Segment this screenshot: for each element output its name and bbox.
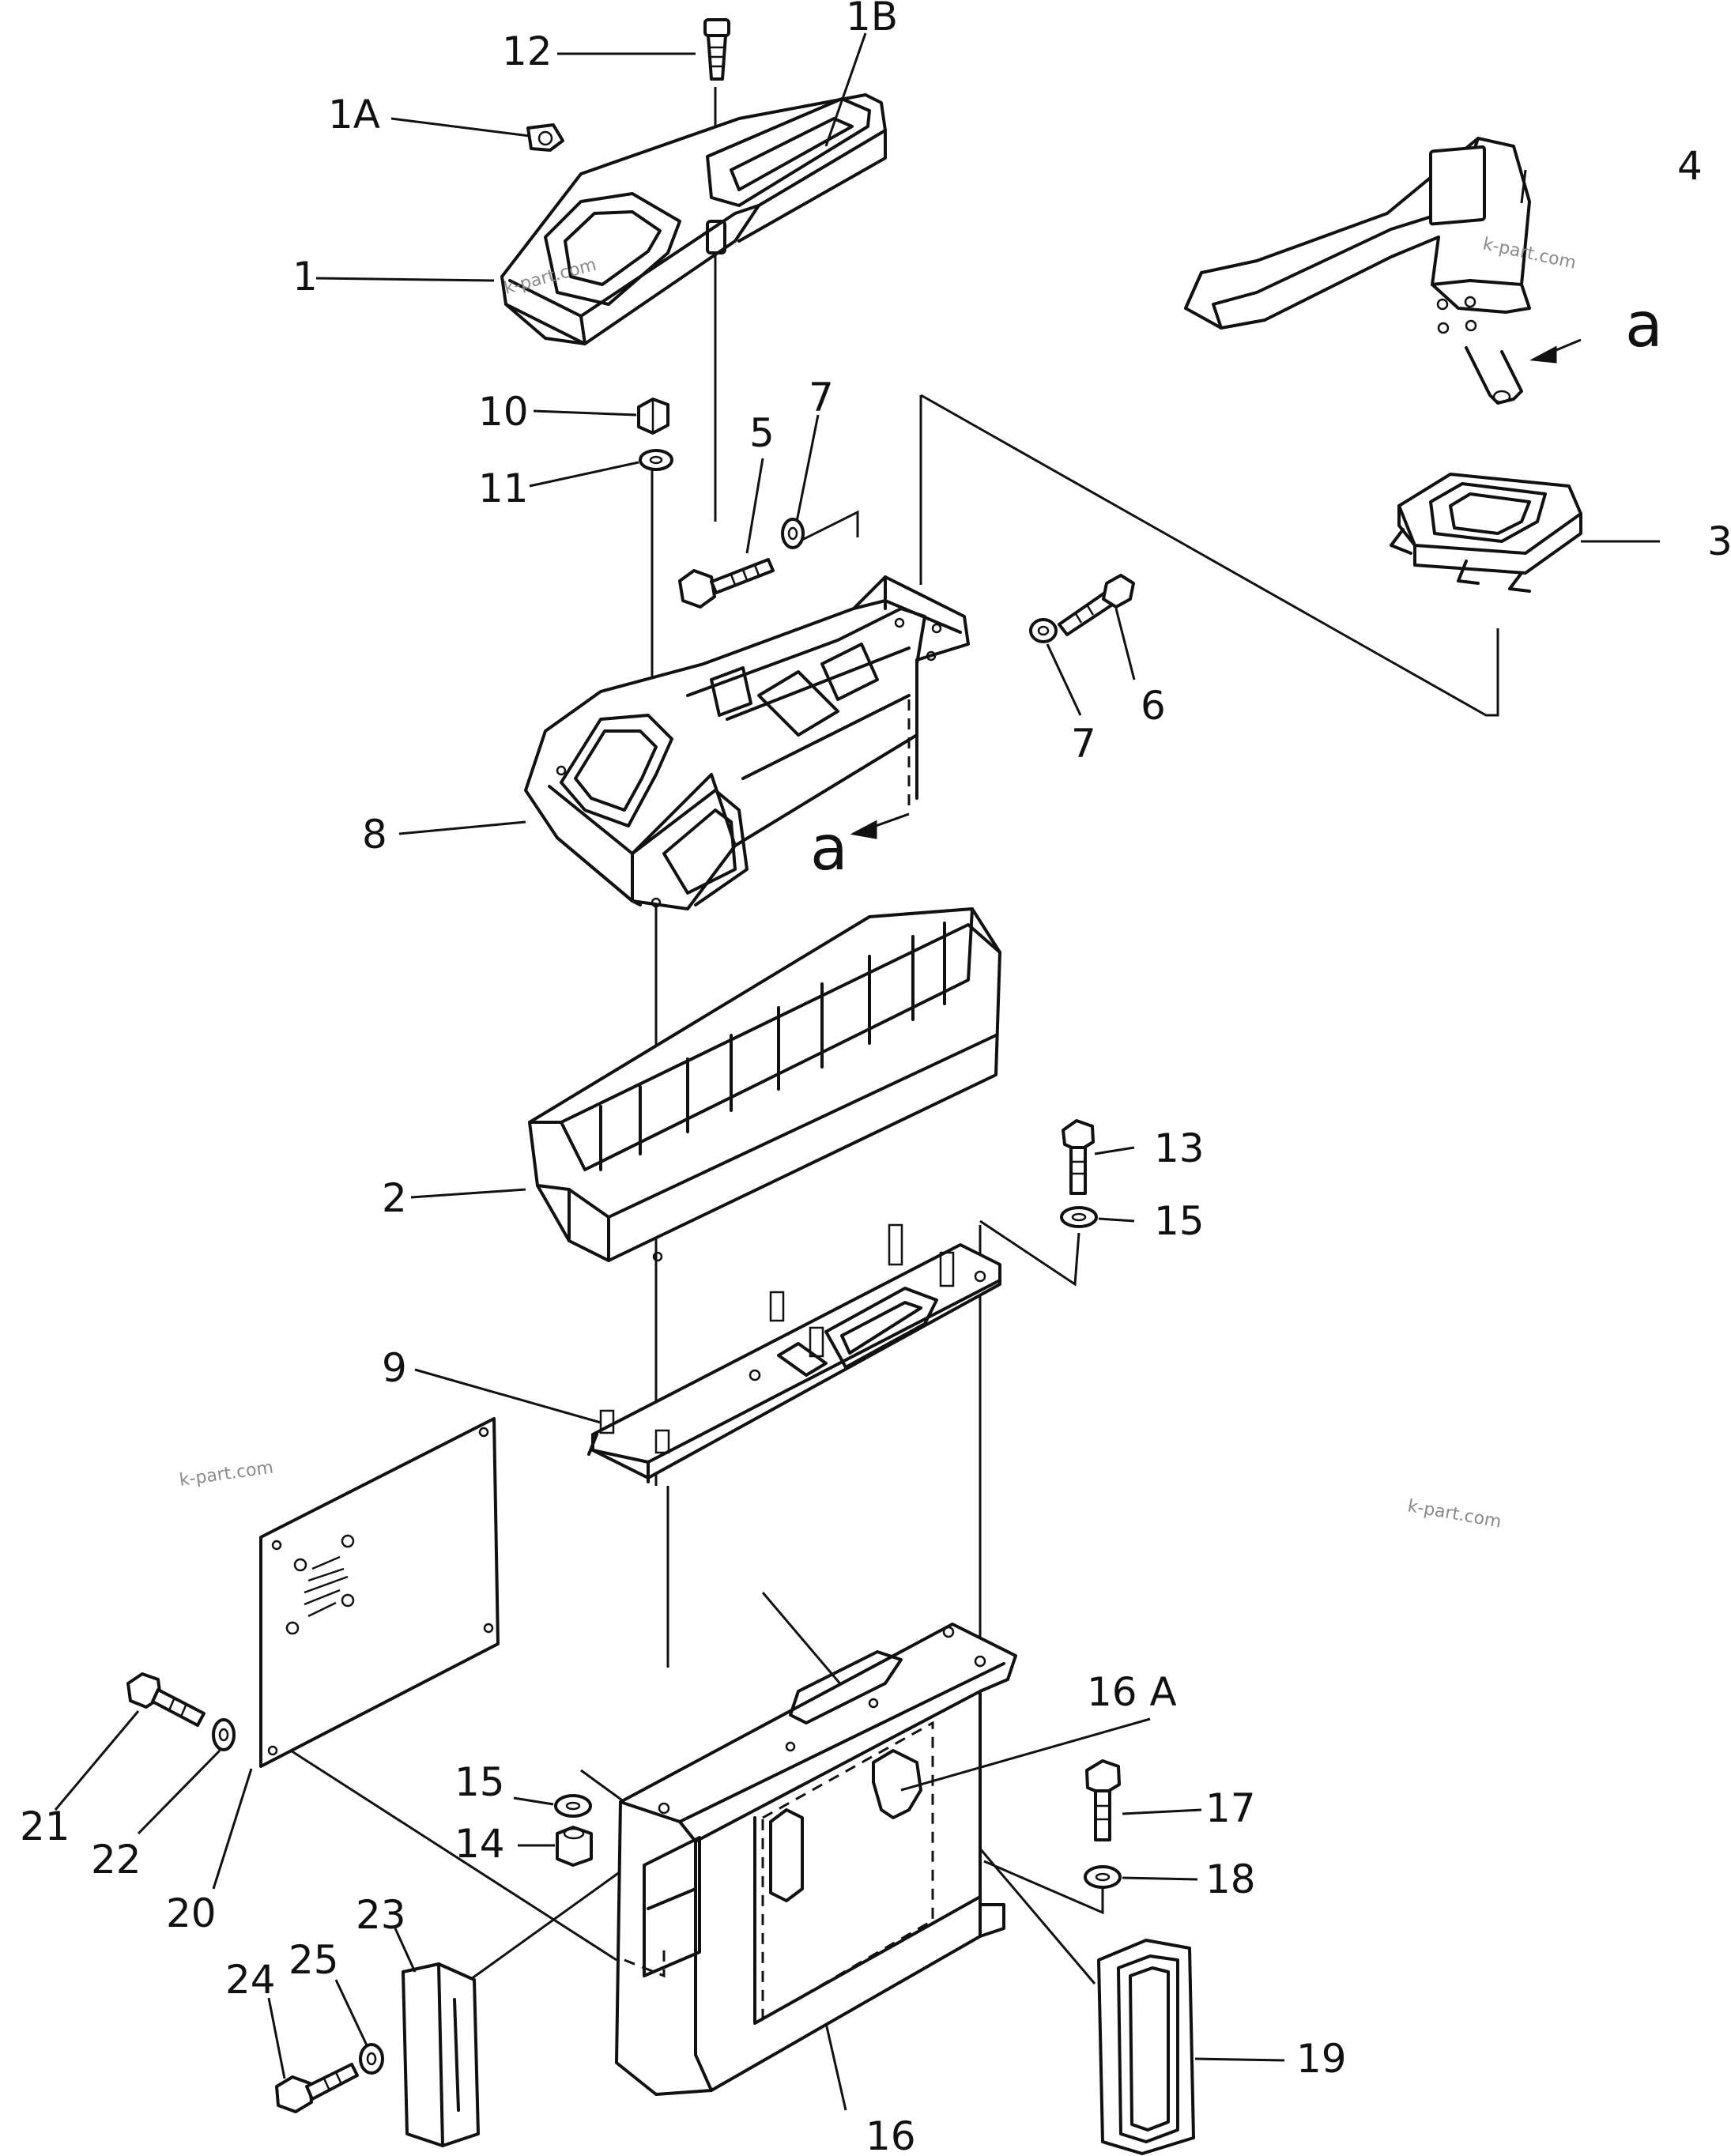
callout-1a: 1A <box>328 92 380 138</box>
part-9-plate <box>587 1223 1001 1483</box>
part-19-grip <box>1097 1939 1195 2155</box>
part-8-console-body <box>524 575 970 910</box>
part-13-bolt <box>1062 1119 1095 1195</box>
part-24-bolt <box>275 2063 359 2113</box>
callout-labels: 12 1A 1B 1 4 3 10 11 5 7 7 6 8 2 13 15 9… <box>20 0 1731 2156</box>
callout-12: 12 <box>502 28 552 74</box>
part-21-bolt <box>126 1672 206 1727</box>
part-3-bracket <box>1390 473 1582 593</box>
part-17-bolt <box>1085 1759 1121 1841</box>
callout-11: 11 <box>478 466 529 511</box>
watermark-4: k-part.com <box>1406 1496 1503 1532</box>
callout-4: 4 <box>1677 143 1703 189</box>
part-20-side-panel <box>259 1417 500 1768</box>
part-1a-clip <box>526 123 564 152</box>
callout-1b: 1B <box>846 0 898 40</box>
part-25-washer <box>359 2043 384 2075</box>
callout-9: 9 <box>382 1345 407 1391</box>
part-6-bolt <box>1058 574 1135 636</box>
part-12-bolt <box>703 18 730 81</box>
part-14-nut <box>556 1826 593 1867</box>
part-10-nut <box>637 398 669 435</box>
part-7-washer-left <box>781 518 805 549</box>
part-4-armrest <box>1184 137 1531 405</box>
callout-6: 6 <box>1141 683 1166 729</box>
callout-13: 13 <box>1154 1125 1205 1171</box>
part-15-washer-upper <box>1060 1206 1098 1228</box>
callout-16: 16 <box>866 2113 916 2156</box>
part-5-bolt <box>678 558 775 609</box>
callout-23: 23 <box>356 1892 406 1938</box>
callout-15-lower: 15 <box>454 1759 505 1805</box>
callout-22: 22 <box>91 1837 141 1883</box>
watermark-3: k-part.com <box>178 1458 274 1491</box>
part-2-console-tub <box>528 907 1001 1262</box>
part-16-stand <box>615 1623 1017 2096</box>
callout-20: 20 <box>166 1890 217 1936</box>
view-arrow-upper <box>1529 338 1582 364</box>
callout-5: 5 <box>749 410 775 456</box>
callout-7-top: 7 <box>809 375 834 420</box>
callout-25: 25 <box>288 1937 339 1983</box>
callout-8: 8 <box>362 812 387 858</box>
part-15-washer-lower <box>554 1794 592 1818</box>
callout-1: 1 <box>292 254 318 300</box>
callout-21: 21 <box>20 1804 70 1849</box>
callout-19: 19 <box>1296 2036 1347 2082</box>
leader-lines <box>54 32 1660 2111</box>
part-18-washer <box>1084 1865 1122 1889</box>
view-arrow-lower <box>850 812 910 839</box>
callout-18: 18 <box>1205 1856 1256 1902</box>
callout-17: 17 <box>1205 1785 1256 1831</box>
callout-16a: 16 A <box>1087 1669 1177 1715</box>
callout-3: 3 <box>1707 518 1731 564</box>
callout-14: 14 <box>454 1821 505 1867</box>
callout-7-side: 7 <box>1071 721 1096 767</box>
callout-15-upper: 15 <box>1154 1198 1205 1244</box>
view-marker-upper: a <box>1625 290 1663 361</box>
view-marker-lower: a <box>810 813 848 884</box>
part-7-washer-right <box>1029 618 1058 643</box>
part-22-washer <box>212 1718 236 1751</box>
part-11-washer <box>639 449 673 471</box>
callout-10: 10 <box>478 389 529 435</box>
callout-2: 2 <box>382 1175 407 1221</box>
callout-24: 24 <box>225 1957 276 2003</box>
part-23-cover <box>402 1962 480 2147</box>
